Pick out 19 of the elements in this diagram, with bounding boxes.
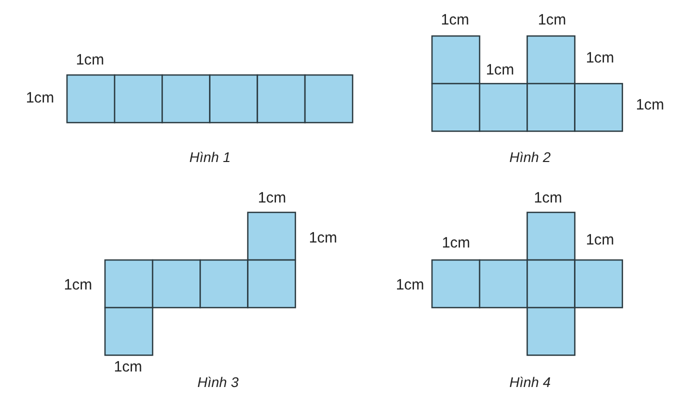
dimension-label: 1cm <box>114 358 142 376</box>
dimension-label: 1cm <box>308 230 338 246</box>
figure-caption: Hình 1 <box>189 149 231 165</box>
dimension-label: 1cm <box>258 190 286 206</box>
dimension-label: 1cm <box>442 234 470 252</box>
dimension-label: 1cm <box>586 50 614 66</box>
dimension-label: 1cm <box>534 190 562 206</box>
figure-caption: Hình 3 <box>197 374 239 390</box>
dimension-label: 1cm <box>636 96 664 114</box>
dimension-label: 1cm <box>486 62 514 78</box>
dimension-label: 1cm <box>64 276 92 294</box>
figure-caption: Hình 4 <box>509 374 551 390</box>
dimension-label: 1cm <box>76 52 104 68</box>
dimension-label: 1cm <box>586 232 614 248</box>
dimension-label: 1cm <box>26 90 54 106</box>
dimension-label: 1cm <box>396 276 424 294</box>
figure-caption: Hình 2 <box>509 149 551 165</box>
dimension-label: 1cm <box>538 12 566 28</box>
dimension-label: 1cm <box>440 12 470 28</box>
